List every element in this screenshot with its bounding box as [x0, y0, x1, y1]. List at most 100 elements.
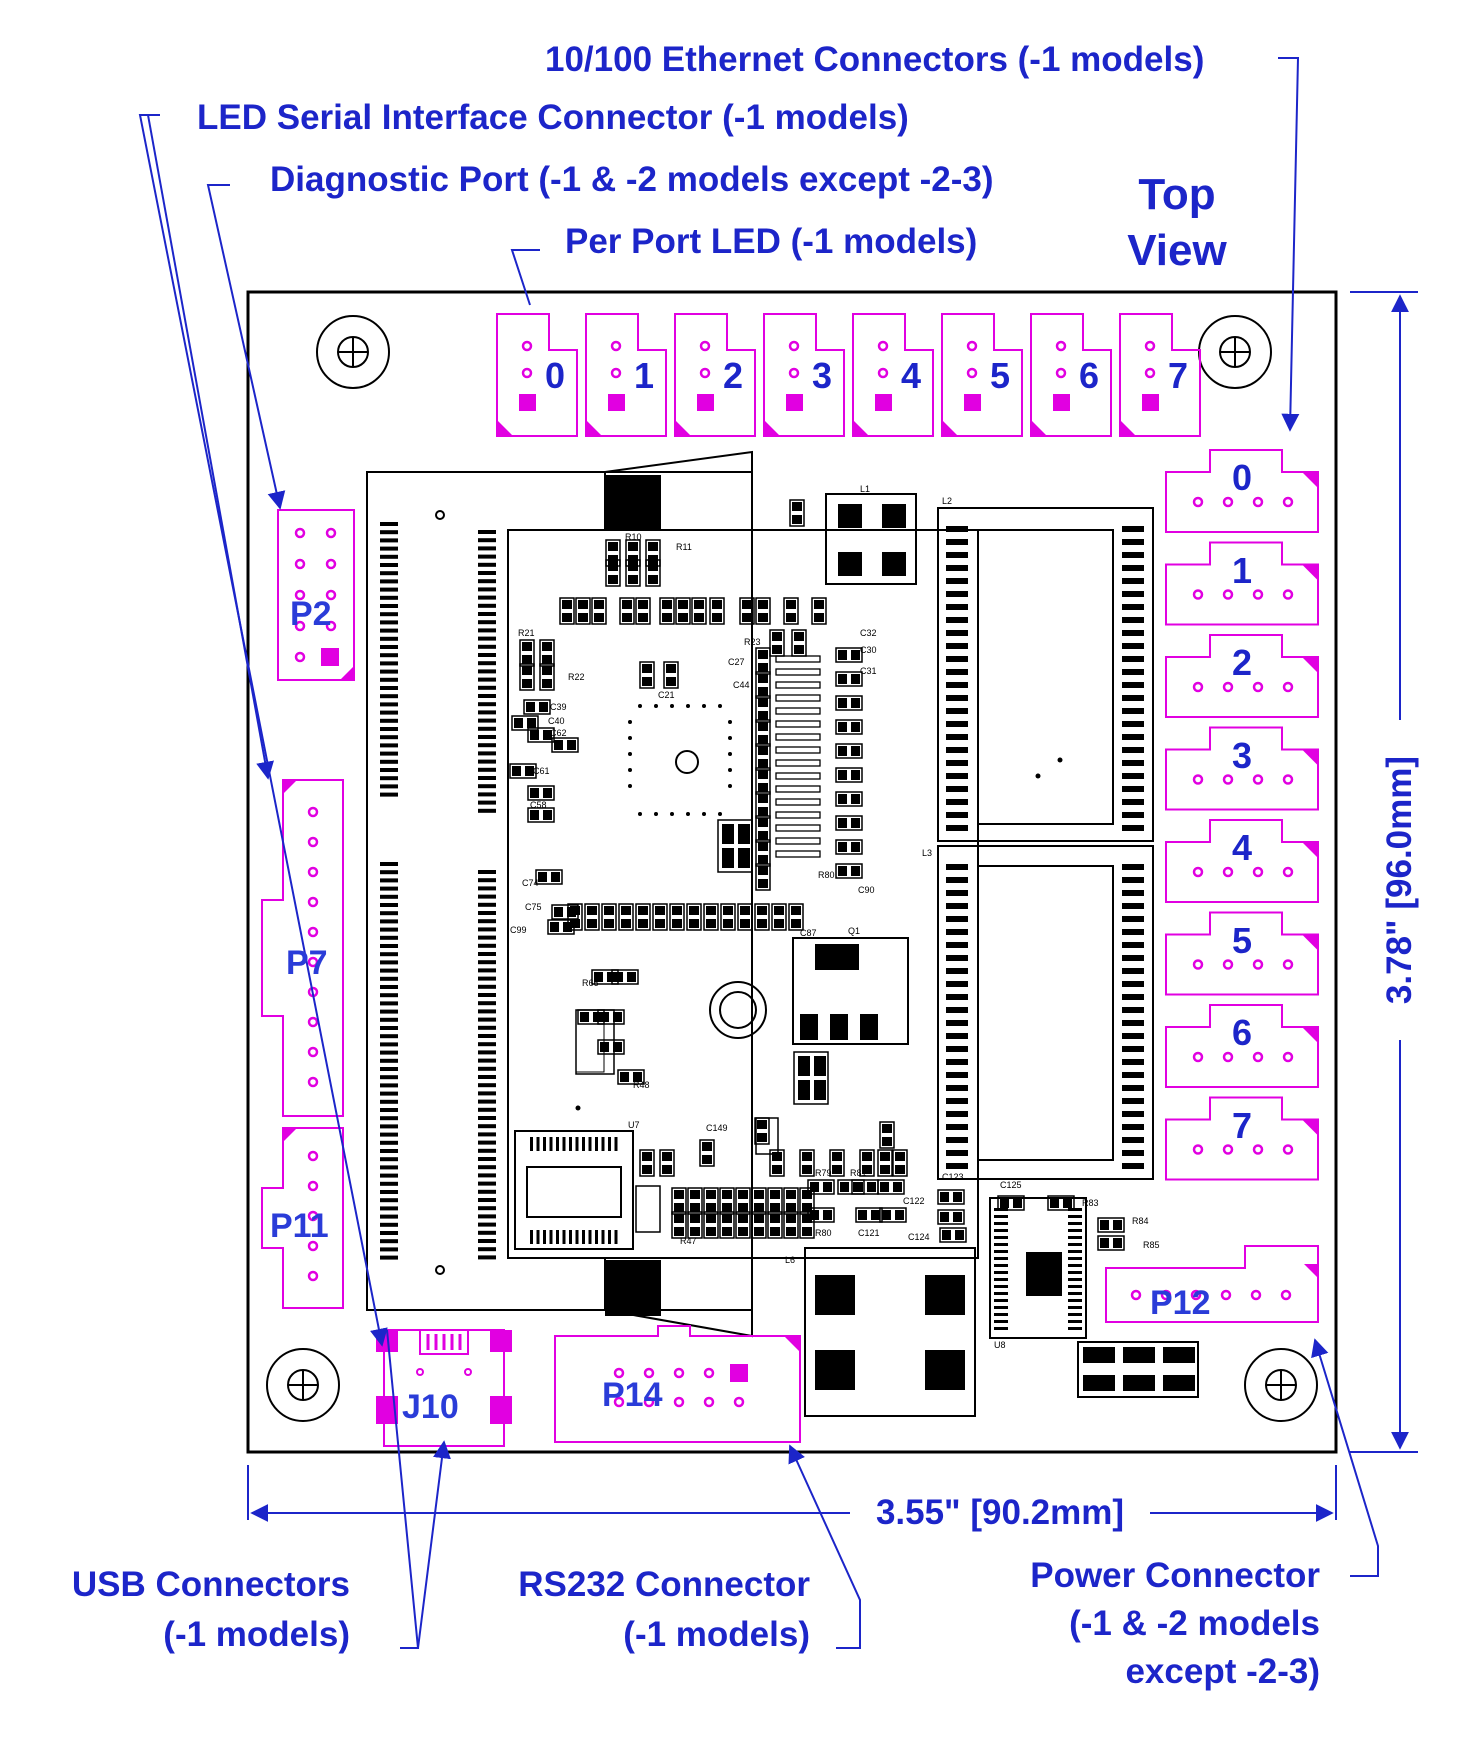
- ethernet-port-number-0: 0: [1232, 457, 1253, 498]
- silk-c122: C122: [903, 1196, 925, 1206]
- board-outline: [246, 290, 1338, 1454]
- silk-l6: L6: [785, 1255, 796, 1265]
- diagnostic-callout: Diagnostic Port (-1 & -2 models except -…: [270, 160, 994, 199]
- silk-r66: R66: [582, 978, 599, 988]
- chip-u7: [514, 1130, 634, 1250]
- rs232-callout-line1: RS232 Connector: [518, 1565, 810, 1604]
- ethernet-connector-7: [1165, 1096, 1319, 1181]
- silk-c30: C30: [860, 645, 877, 655]
- connector-label-p11: P11: [270, 1207, 329, 1245]
- ethernet-callout: 10/100 Ethernet Connectors (-1 models): [545, 40, 1205, 79]
- module-pins: [380, 510, 496, 1275]
- ethernet-port-number-5: 5: [1232, 919, 1253, 961]
- led-connector-5: [941, 313, 1023, 437]
- ethernet-connector-1: [1165, 541, 1319, 626]
- led-serial-callout: LED Serial Interface Connector (-1 model…: [197, 98, 909, 137]
- silk-r21: R21: [518, 628, 535, 638]
- silk-c99: C99: [510, 925, 527, 935]
- per-port-led-connectors: [496, 313, 1201, 437]
- mounting-hole-top-left: [316, 315, 390, 389]
- silk-c125: C125: [1000, 1180, 1022, 1190]
- chip-u8: [989, 1197, 1087, 1339]
- silk-c21: C21: [658, 690, 675, 700]
- silk-r22: R22: [568, 672, 585, 682]
- connector-label-p7: P7: [286, 944, 328, 982]
- silk-l2: L2: [942, 496, 953, 506]
- ic-l2: [937, 507, 1154, 842]
- silk-r23: R23: [744, 637, 761, 647]
- board-standoff: [709, 981, 767, 1039]
- silk-r80: R80: [818, 870, 835, 880]
- silk-r84: R84: [1132, 1216, 1149, 1226]
- mounting-hole-bottom-left: [266, 1348, 340, 1422]
- power-callout-line1: Power Connector: [1030, 1556, 1320, 1595]
- connector-p14: [554, 1325, 801, 1443]
- ic-pins: [946, 526, 1144, 1169]
- connector-p12: [1105, 1245, 1319, 1323]
- silk-c32: C32: [860, 628, 877, 638]
- led-connector-4: [852, 313, 934, 437]
- silk-c75: C75: [525, 902, 542, 912]
- led-port-number-1: 1: [634, 355, 655, 396]
- led-port-number-6: 6: [1079, 355, 1100, 396]
- silk-c62: C62: [550, 728, 567, 738]
- silk-c124: C124: [908, 1232, 930, 1242]
- ethernet-port-number-1: 1: [1232, 549, 1253, 591]
- per-port-led-callout: Per Port LED (-1 models): [565, 222, 978, 261]
- inductor-l1: [825, 493, 917, 585]
- silk-r85: R85: [1143, 1240, 1160, 1250]
- led-port-number-0: 0: [545, 355, 566, 396]
- connector-p11: [261, 1127, 344, 1309]
- led-port-number-4: 4: [901, 355, 922, 396]
- silk-r81: R81: [850, 1168, 867, 1178]
- ethernet-port-number-2: 2: [1232, 642, 1253, 683]
- ethernet-port-number-4: 4: [1232, 827, 1253, 868]
- silk-l1: L1: [860, 484, 871, 494]
- led-port-number-5: 5: [990, 355, 1011, 396]
- connector-p2: [277, 509, 355, 681]
- inductor-l6: [804, 1247, 976, 1417]
- ethernet-connectors: [1165, 449, 1319, 1181]
- led-connector-0: [496, 313, 578, 437]
- ethernet-port-number-3: 3: [1232, 734, 1253, 776]
- led-port-number-2: 2: [723, 355, 744, 396]
- led-connector-6: [1030, 313, 1112, 437]
- board-width-dimension: 3.55" [90.2mm]: [875, 1493, 1125, 1532]
- module-clip-top: [605, 475, 661, 531]
- ethernet-port-number-7: 7: [1232, 1104, 1253, 1146]
- ethernet-connector-3: [1165, 726, 1319, 811]
- ic-l2-inner: [977, 529, 1114, 825]
- passive-components: [509, 499, 1125, 1251]
- power-callout-line2: (-1 & -2 models: [1069, 1604, 1320, 1643]
- silk-c149: C149: [706, 1123, 728, 1133]
- silk-u8: U8: [994, 1340, 1006, 1350]
- silk-c74: C74: [522, 878, 539, 888]
- led-connector-2: [674, 313, 756, 437]
- ic-l3: [937, 845, 1154, 1180]
- silk-l3: L3: [922, 848, 933, 858]
- silk-c31: C31: [860, 666, 877, 676]
- ethernet-connector-5: [1165, 911, 1319, 996]
- led-port-number-3: 3: [812, 355, 833, 396]
- silk-c121: C121: [858, 1228, 880, 1238]
- connector-label-p2: P2: [290, 595, 332, 633]
- silk-r10: R10: [625, 532, 642, 542]
- silk-c58: C58: [530, 800, 547, 810]
- connector-label-p12: P12: [1150, 1284, 1211, 1322]
- ethernet-connector-0: [1165, 449, 1319, 533]
- dimension-lines: [247, 291, 1418, 1522]
- connector-label-p14: P14: [602, 1376, 663, 1414]
- silk-u7: U7: [628, 1120, 640, 1130]
- silk-q1: Q1: [848, 926, 861, 936]
- capacitor-bank: [1077, 1341, 1199, 1398]
- silk-c123: C123: [942, 1172, 964, 1182]
- silk-r48: R48: [633, 1080, 650, 1090]
- led-connector-3: [763, 313, 845, 437]
- ic-l3-inner: [977, 865, 1114, 1161]
- silk-c44: C44: [733, 680, 750, 690]
- silk-r11: R11: [676, 542, 692, 552]
- usb-callout-line1: USB Connectors: [71, 1565, 350, 1604]
- silk-r83: R83: [1082, 1198, 1099, 1208]
- led-port-number-7: 7: [1168, 355, 1189, 396]
